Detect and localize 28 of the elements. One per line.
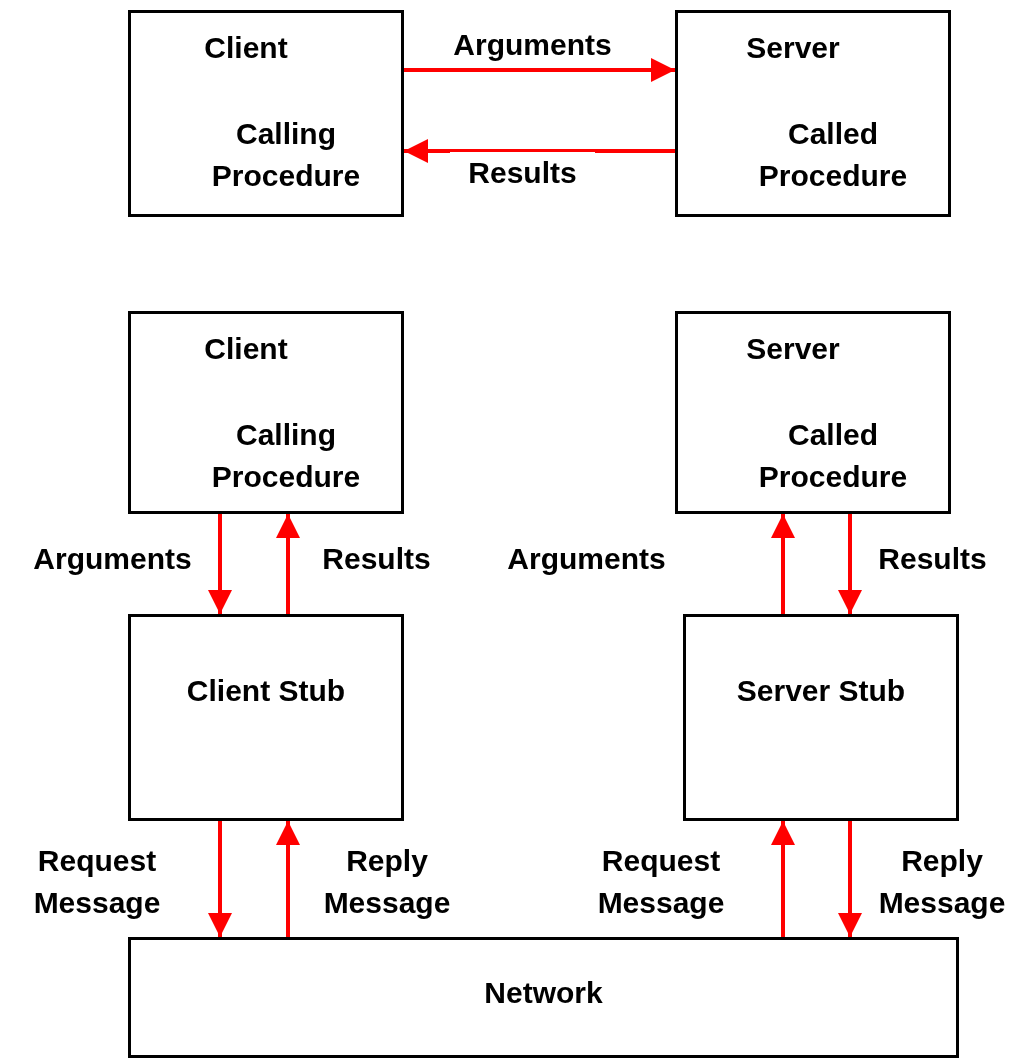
arrow [838, 821, 862, 937]
arrow [404, 139, 675, 163]
process-box [683, 614, 959, 821]
arrow [838, 514, 862, 614]
box-label: Calling Procedure [210, 116, 362, 194]
box-label: Calling Procedure [210, 417, 362, 495]
box-label: Called Procedure [757, 417, 909, 495]
process-box [128, 10, 404, 217]
arrow [276, 514, 300, 614]
arrow [208, 514, 232, 614]
arrow [771, 514, 795, 614]
arrow [404, 58, 675, 82]
box-heading: Client [204, 30, 288, 66]
box-heading: Client [204, 331, 288, 367]
process-box [675, 10, 951, 217]
box-label: Called Procedure [757, 116, 909, 194]
process-box [128, 614, 404, 821]
box-heading: Server [746, 30, 840, 66]
box-label: Network [484, 975, 603, 1011]
box-heading: Server [746, 331, 840, 367]
arrow [771, 821, 795, 937]
network-box [128, 937, 959, 1058]
arrow [208, 821, 232, 937]
box-label: Server Stub [736, 673, 906, 709]
arrow [276, 821, 300, 937]
box-label: Client Stub [186, 673, 346, 709]
process-box [675, 311, 951, 514]
process-box [128, 311, 404, 514]
